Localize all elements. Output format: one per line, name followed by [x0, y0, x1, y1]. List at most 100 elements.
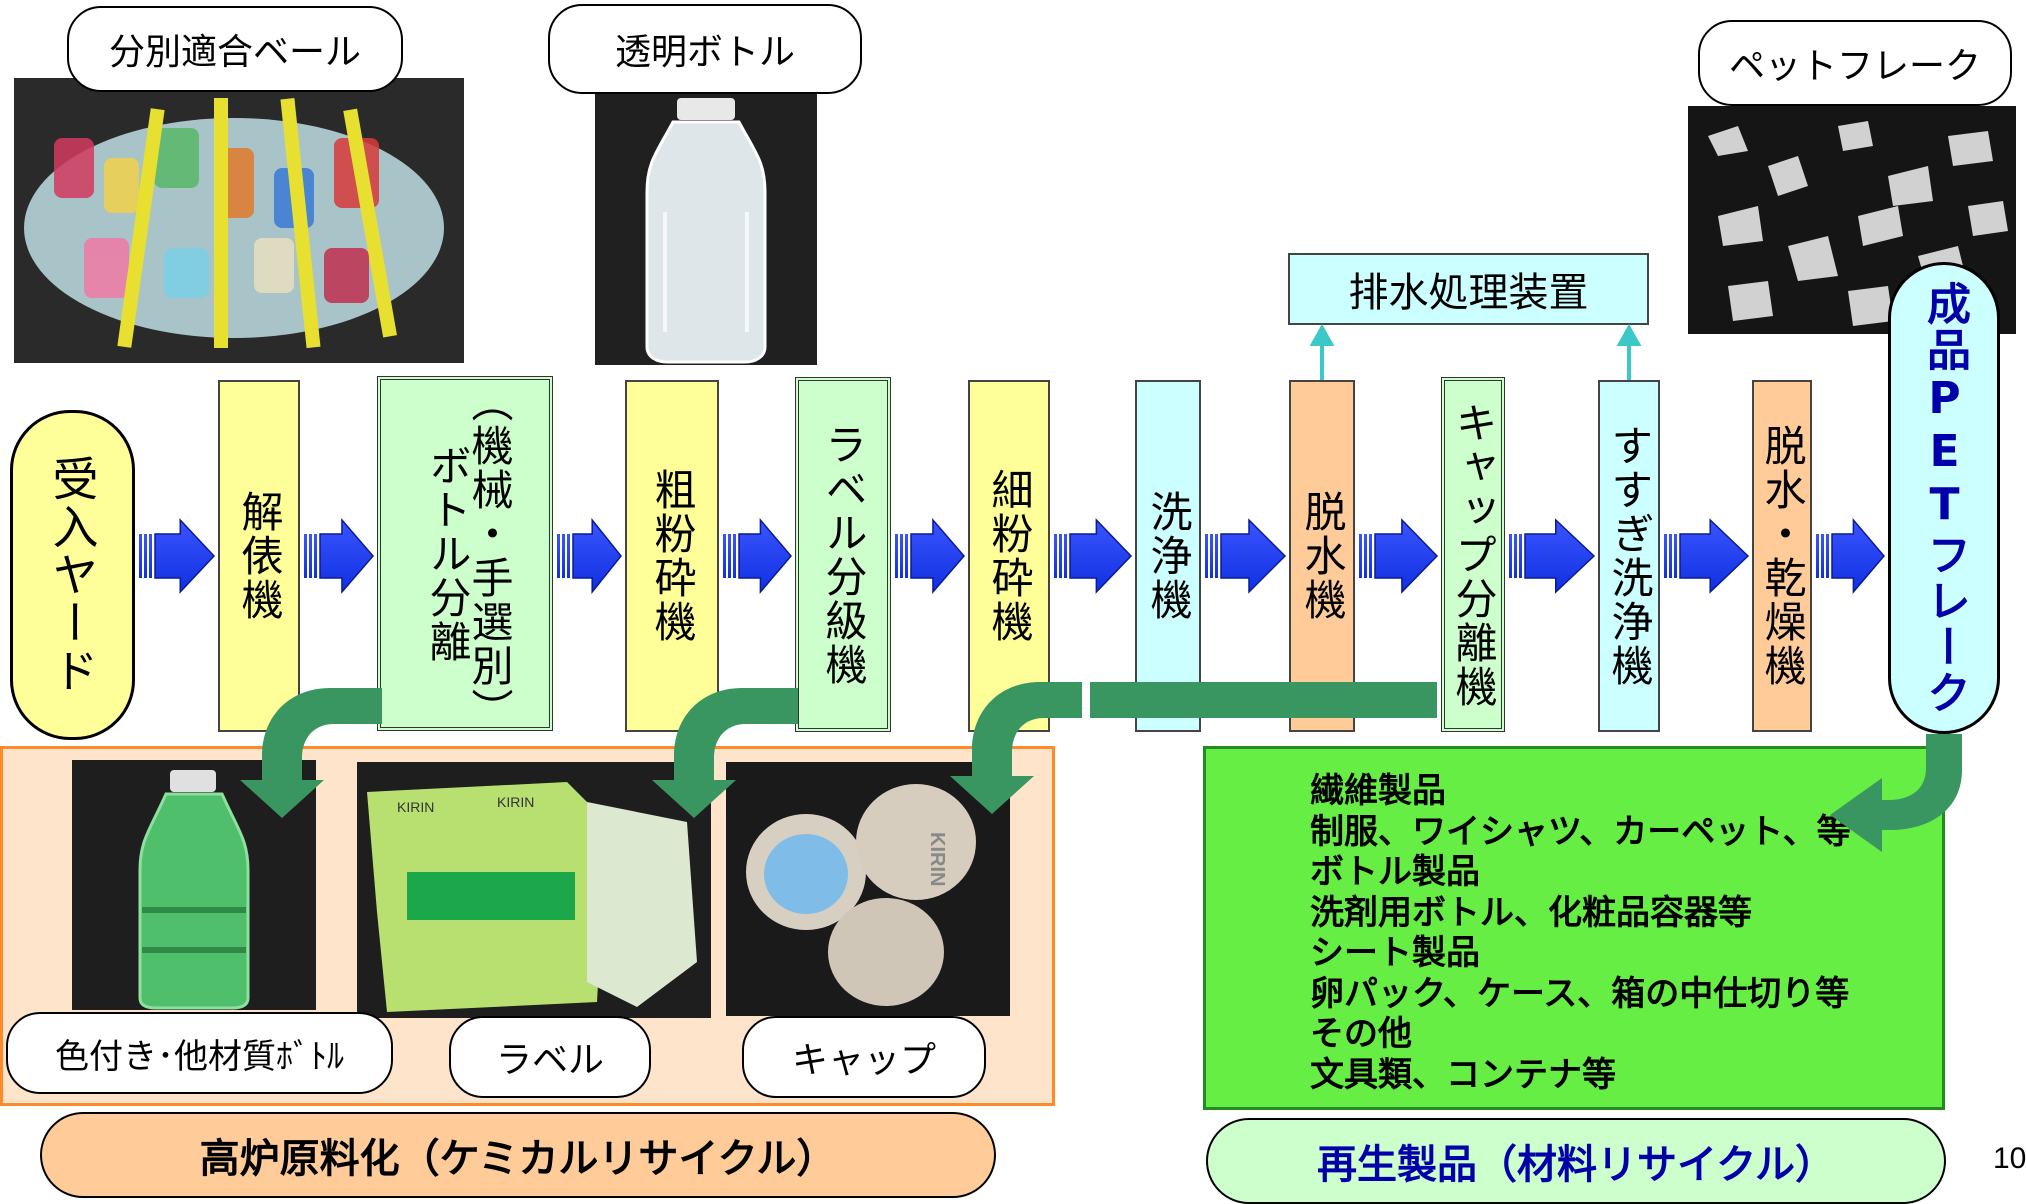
flow-arrow-stripe	[1816, 534, 1819, 578]
page-number: 10	[1993, 1142, 2026, 1175]
cap-label-text: キャップ	[791, 1040, 936, 1081]
label-label-text: ラベル	[495, 1040, 604, 1081]
step-bottle-separation-sub: （機械・手選別）	[465, 380, 514, 732]
step-fine-crusher-text: 細粉砕機	[985, 468, 1034, 644]
return-arrow-label	[652, 688, 798, 818]
step-dehydrate-dry-text: 脱水・乾燥機	[1758, 424, 1807, 688]
flow-arrow-stripe	[1519, 534, 1522, 578]
flow-arrow-stripe	[1359, 534, 1362, 578]
return-arrow-bottle	[240, 688, 382, 818]
chemical-recycling-pill: 高炉原料化（ケミカルリサイクル）	[40, 1112, 996, 1198]
flow-arrow-stripe	[557, 534, 560, 578]
step-debaler-text: 解俵機	[235, 490, 284, 622]
flake-label-text: ペットフレーク	[1728, 46, 1981, 87]
flow-arrow-stripe	[149, 534, 152, 578]
flow-arrow	[572, 517, 622, 595]
step-cap-separator-text: キャップ分離機	[1449, 400, 1498, 709]
flow-arrow-stripe	[733, 534, 736, 578]
step-label-classifier-text: ラベル分級機	[819, 422, 868, 687]
bale-label: 分別適合ベール	[67, 6, 403, 92]
bale-label-text: 分別適合ベール	[108, 32, 361, 73]
flow-arrow	[738, 517, 792, 595]
wastewater-text: 排水処理装置	[1348, 270, 1589, 316]
flow-arrow-stripe	[1054, 534, 1057, 578]
return-arrow-products	[1830, 734, 1962, 852]
flow-arrow-stripe	[1215, 534, 1218, 578]
cap-photo: KIRIN	[726, 762, 1010, 1016]
flow-arrow	[1679, 518, 1750, 594]
product-line: その他	[1310, 1014, 1412, 1054]
step-dehydrate-dry: 脱水・乾燥機	[1752, 380, 1812, 732]
material-recycling-text: 再生製品（材料リサイクル）	[1317, 1142, 1835, 1188]
step-debaler: 解俵機	[218, 380, 300, 732]
material-recycling-pill: 再生製品（材料リサイクル）	[1206, 1118, 1946, 1204]
flow-arrow-stripe	[905, 534, 908, 578]
clear-bottle-photo	[595, 92, 817, 365]
step-bottle-separation-text: ボトル分離	[423, 443, 472, 664]
flow-arrow-stripe	[723, 534, 726, 578]
step-bottle-separation: ボトル分離 （機械・手選別）	[377, 376, 553, 732]
product-line: シート製品	[1310, 933, 1480, 973]
flow-arrow-stripe	[1674, 534, 1677, 578]
flow-arrow-stripe	[728, 534, 731, 578]
clear-bottle-label-text: 透明ボトル	[614, 32, 795, 73]
step-washer: 洗浄機	[1135, 380, 1201, 732]
product-line: 制服、ワイシャツ、カーペット、等	[1310, 811, 1851, 852]
flow-arrow-stripe	[1826, 534, 1829, 578]
label-photo: KIRIN KIRIN	[357, 762, 711, 1018]
flake-photo	[1688, 106, 2016, 334]
wastewater-box: 排水処理装置	[1288, 253, 1649, 325]
flow-arrow	[1220, 518, 1287, 594]
colored-bottle-photo	[72, 760, 316, 1010]
bale-photo	[14, 78, 464, 363]
receiving-yard: 受入ヤード	[10, 410, 135, 740]
flow-arrow-stripe	[1514, 534, 1517, 578]
flake-label: ペットフレーク	[1698, 20, 2012, 106]
receiving-yard-text: 受入ヤード	[45, 455, 100, 695]
cap-kirin: KIRIN	[926, 832, 948, 886]
return-arrow-cap-head	[950, 682, 1082, 814]
flow-arrow	[1374, 518, 1439, 594]
return-arrow-cap	[1090, 682, 1437, 718]
label-label: ラベル	[449, 1016, 651, 1098]
label-kirin-2: KIRIN	[497, 794, 534, 810]
flow-arrow-stripe	[304, 534, 307, 578]
flow-arrow-stripe	[1059, 534, 1062, 578]
flow-arrow-stripe	[309, 534, 312, 578]
flow-arrow	[154, 518, 216, 594]
flow-arrow-stripe	[895, 534, 898, 578]
wastewater-up-arrowhead	[1309, 323, 1335, 346]
finished-pet-flake: 成品PETフレーク	[1888, 262, 2000, 734]
step-fine-crusher: 細粉砕機	[968, 380, 1050, 732]
flow-arrow-stripe	[900, 534, 903, 578]
products-list: 繊維製品 制服、ワイシャツ、カーペット、等 ボトル製品 洗剤用ボトル、化粧品容器…	[1310, 771, 1942, 1095]
chemical-recycling-text: 高炉原料化（ケミカルリサイクル）	[199, 1136, 837, 1182]
flow-arrow-stripe	[1509, 534, 1512, 578]
flow-arrow	[1831, 517, 1885, 595]
step-coarse-crusher-text: 粗粉砕機	[648, 468, 697, 644]
clear-bottle-label: 透明ボトル	[548, 4, 862, 94]
step-coarse-crusher: 粗粉砕機	[625, 380, 719, 732]
step-rinse-washer: すすぎ洗浄機	[1598, 380, 1660, 732]
product-line: ボトル製品	[1310, 852, 1480, 892]
flow-arrow	[319, 517, 374, 595]
flow-arrow-stripe	[567, 534, 570, 578]
step-cap-separator: キャップ分離機	[1441, 377, 1505, 732]
cap-label: キャップ	[742, 1016, 986, 1098]
flow-arrow-stripe	[139, 534, 142, 578]
flow-arrow-stripe	[144, 534, 147, 578]
step-rinse-washer-text: すすぎ洗浄機	[1605, 424, 1654, 688]
finished-pet-flake-text: 成品PETフレーク	[1919, 280, 1970, 716]
flow-arrow	[1069, 518, 1133, 594]
step-dehydrator-text: 脱水機	[1298, 490, 1347, 622]
flow-arrow-stripe	[1369, 534, 1372, 578]
flow-arrow-stripe	[1064, 534, 1067, 578]
flow-arrow-stripe	[1821, 534, 1824, 578]
wastewater-up-arrowhead	[1616, 323, 1642, 346]
flow-arrow-stripe	[1664, 534, 1667, 578]
colored-bottle-label-text: 色付き･他材質ﾎﾞﾄﾙ	[55, 1036, 344, 1077]
step-washer-text: 洗浄機	[1144, 490, 1193, 622]
colored-bottle-label: 色付き･他材質ﾎﾞﾄﾙ	[6, 1012, 393, 1094]
